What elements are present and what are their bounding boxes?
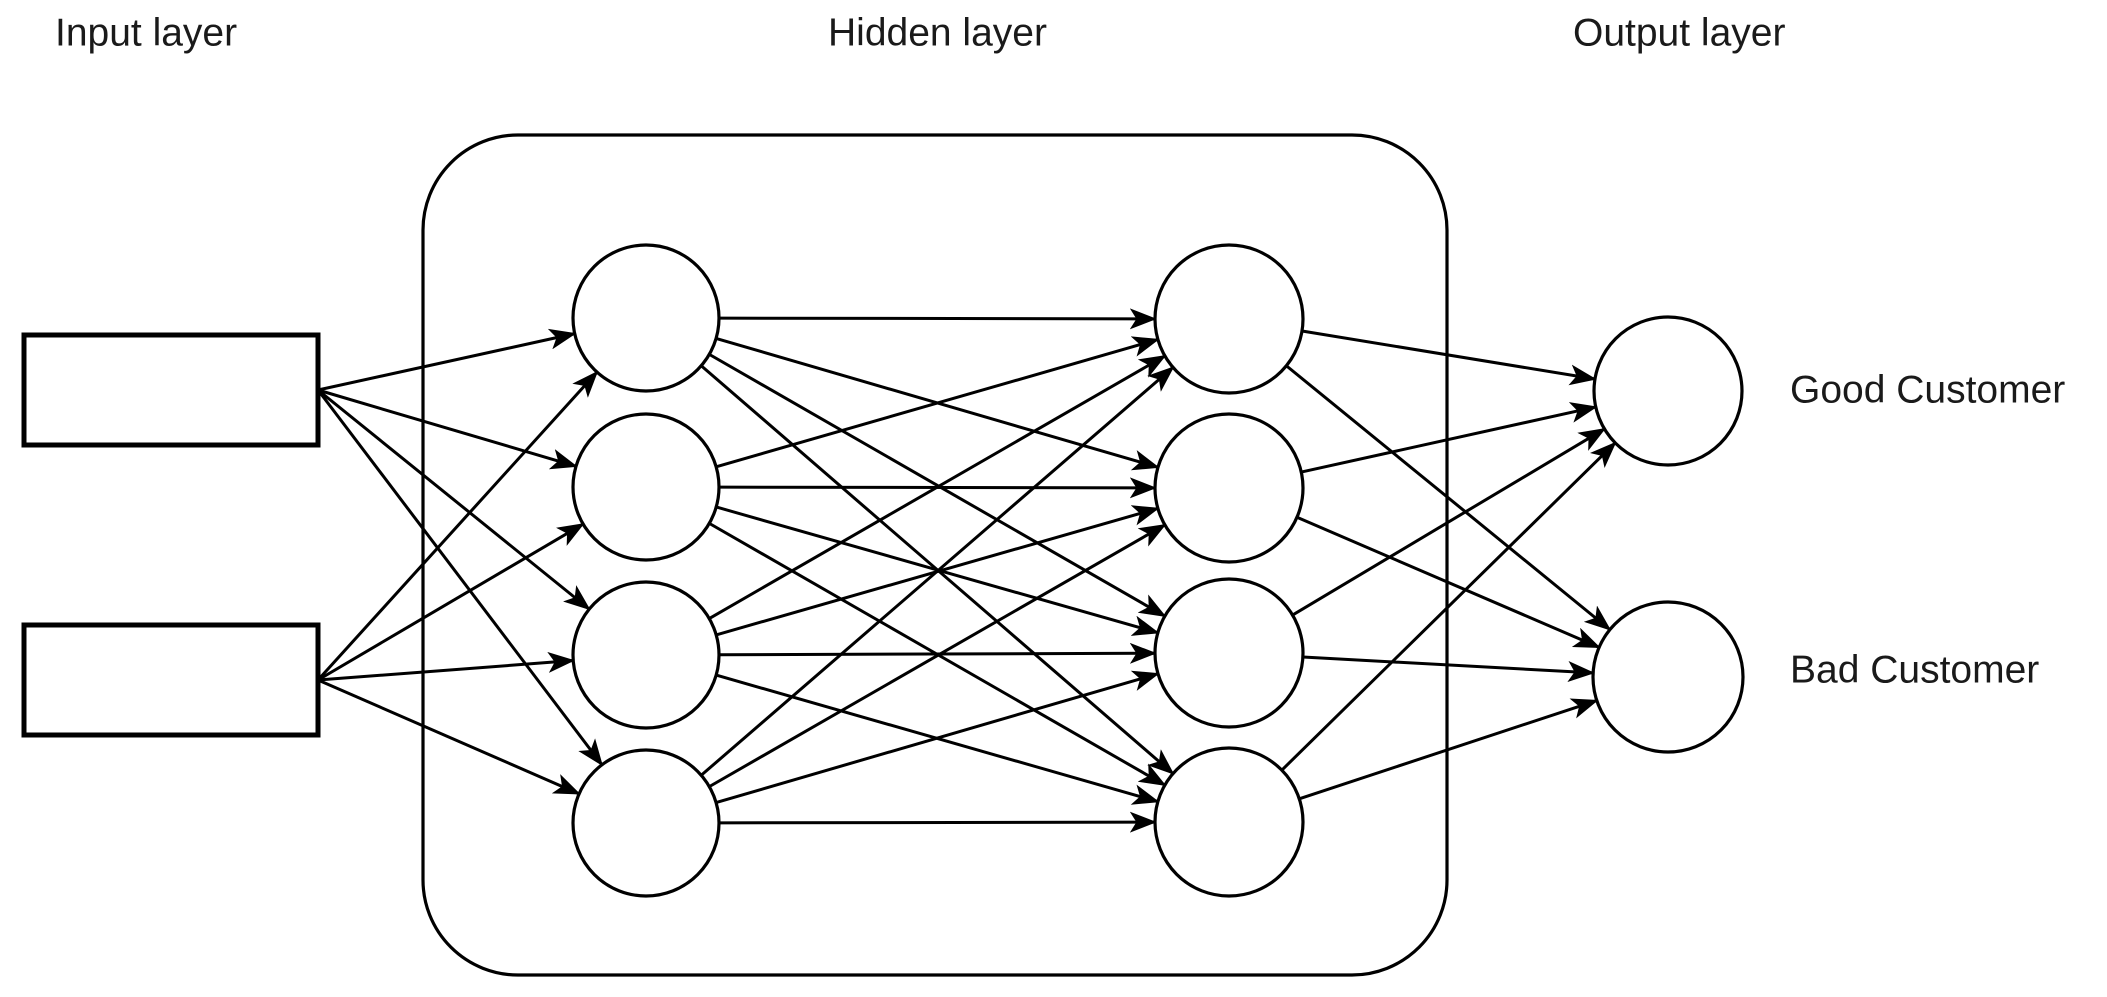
output-node-good-label: Good Customer [1790, 368, 2065, 411]
connection-input-to-hidden [317, 651, 576, 682]
output-nodes [1591, 315, 1745, 754]
hidden-neuron [571, 412, 721, 562]
connection-input-to-hidden [317, 522, 585, 682]
hidden-neuron [1153, 243, 1305, 395]
output-node-bad-label: Bad Customer [1790, 648, 2039, 691]
hidden-layer-1-nodes [571, 243, 721, 898]
hidden-neuron [1153, 746, 1305, 898]
output-layer-heading: Output layer [1573, 11, 1785, 54]
connection-hidden-to-hidden [708, 354, 1167, 620]
output-neuron [1592, 315, 1744, 467]
connection-hidden-to-hidden [715, 336, 1160, 469]
connection-hidden-to-hidden [718, 642, 1157, 664]
hidden-neuron [1153, 577, 1305, 729]
connection-hidden-to-hidden [700, 366, 1175, 777]
hidden-layer-group-box [421, 133, 1449, 977]
hidden-layer-2-nodes [1153, 243, 1305, 898]
connection-hidden-to-hidden [708, 523, 1167, 788]
input-layer-heading: Input layer [55, 11, 237, 54]
connection-input-to-hidden [317, 678, 581, 796]
connection-input-to-hidden [316, 389, 604, 767]
connection-hidden-to-hidden [718, 811, 1157, 833]
input-node-box [21, 622, 321, 738]
hidden-neuron [571, 748, 721, 898]
connection-hidden-to-hidden [708, 353, 1167, 618]
hidden-neuron [571, 580, 721, 730]
layer-headings: Input layer Hidden layer Output layer [55, 11, 1785, 54]
hidden-layer-boundary [421, 133, 1449, 977]
connection-input-to-hidden [317, 388, 578, 470]
connection-input-to-hidden [316, 370, 599, 682]
connection-input-to-hidden [317, 388, 591, 611]
input-nodes [21, 332, 321, 738]
input-node-box [21, 332, 321, 448]
hidden-layer-heading: Hidden layer [828, 11, 1047, 54]
edges-layer [316, 308, 1617, 833]
connection-hidden-to-hidden [715, 670, 1160, 805]
hidden-neuron [571, 243, 721, 393]
connection-hidden-to-hidden [718, 308, 1157, 330]
connection-input-to-hidden [317, 328, 577, 392]
hidden-neuron [1153, 412, 1305, 564]
output-neuron [1591, 600, 1745, 754]
